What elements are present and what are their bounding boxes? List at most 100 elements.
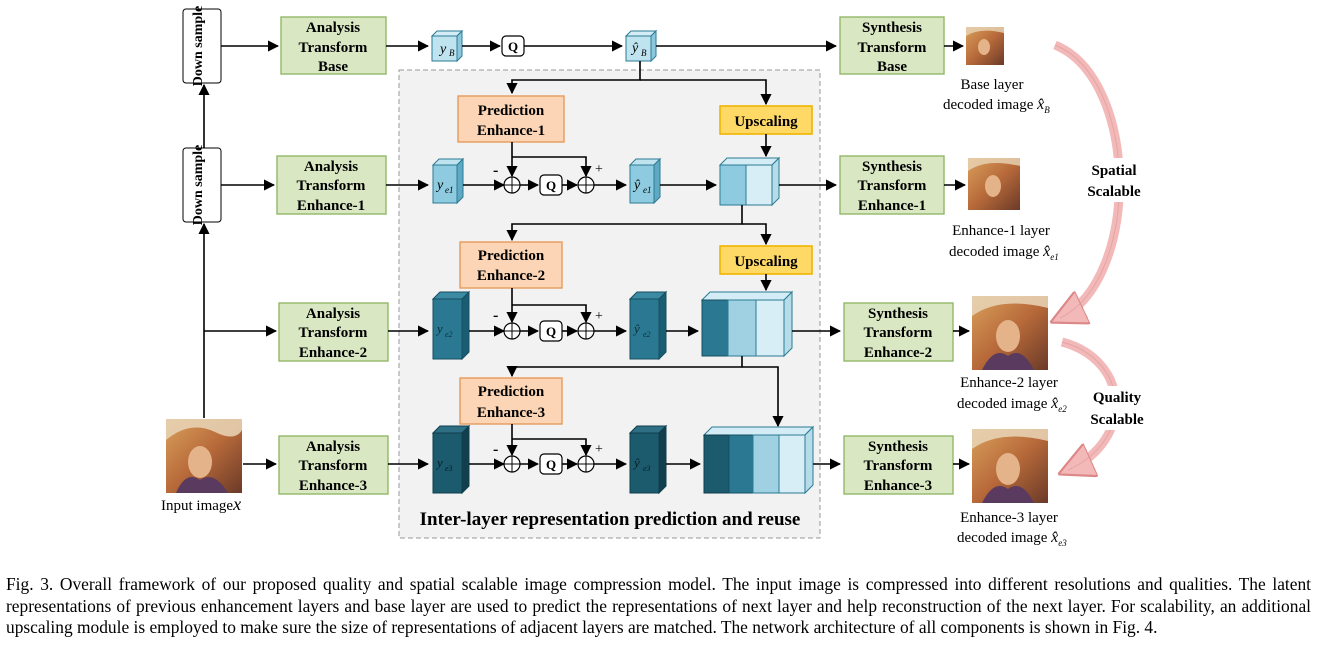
decoded-label-base: Base layer decoded image x̂B <box>943 77 1050 115</box>
svg-text:ŷ: ŷ <box>632 455 640 470</box>
svg-text:Enhance-1: Enhance-1 <box>297 198 365 214</box>
svg-text:Synthesis: Synthesis <box>868 306 928 322</box>
svg-text:Transform: Transform <box>864 458 933 474</box>
spatial-scalable-label: Spatial <box>1091 163 1136 179</box>
svg-text:e2: e2 <box>445 330 453 339</box>
analysis-transform-enhance-2: Analysis Transform Enhance-2 <box>278 302 389 362</box>
svg-text:+: + <box>595 442 603 457</box>
svg-text:Transform: Transform <box>297 178 366 194</box>
latent-yhat-e1: ŷ e1 <box>628 157 662 205</box>
svg-text:Prediction: Prediction <box>478 248 545 264</box>
svg-text:Transform: Transform <box>858 178 927 194</box>
down-sample-box-2: Down sample <box>182 145 222 226</box>
decoded-label-e3: Enhance-3 layer decoded image x̂e3 <box>957 510 1067 548</box>
svg-text:Q: Q <box>546 457 556 472</box>
latent-yhat-b: ŷ B <box>624 29 658 63</box>
svg-text:Transform: Transform <box>299 458 368 474</box>
decoded-image-base <box>966 27 1004 65</box>
down-sample-box-1: Down sample <box>182 6 222 86</box>
svg-text:B: B <box>641 48 647 58</box>
decoded-label-e2: Enhance-2 layer decoded image x̂e2 <box>957 375 1067 414</box>
decoded-image-e3 <box>972 429 1048 503</box>
decoded-image-e2 <box>972 296 1048 370</box>
decoded-image-e1 <box>968 158 1020 210</box>
upscaling-2: Upscaling <box>719 245 813 275</box>
latent-yhat-e3: ŷ e3 <box>628 424 668 495</box>
prediction-enhance-2: Prediction Enhance-2 <box>459 241 563 289</box>
subtract-node-3 <box>503 455 521 473</box>
svg-text:-: - <box>493 162 498 179</box>
svg-text:Enhance-3: Enhance-3 <box>864 478 932 494</box>
svg-text:Synthesis: Synthesis <box>868 439 928 455</box>
svg-text:Prediction: Prediction <box>478 103 545 119</box>
svg-text:Analysis: Analysis <box>304 159 358 175</box>
svg-text:-: - <box>493 307 498 324</box>
input-image-label: Input imagex <box>161 494 241 514</box>
svg-text:Down sample: Down sample <box>191 145 206 226</box>
synthesis-transform-enhance-2: Synthesis Transform Enhance-2 <box>843 302 954 362</box>
subtract-node-1 <box>503 176 521 194</box>
svg-text:+: + <box>595 309 603 324</box>
figure-caption: Fig. 3. Overall framework of our propose… <box>6 574 1311 637</box>
svg-text:B: B <box>449 48 455 58</box>
framework-diagram: Inter-layer representation prediction an… <box>161 5 1145 548</box>
svg-text:Enhance-1 layer: Enhance-1 layer <box>952 223 1050 239</box>
quantizer-e2: Q <box>539 320 563 342</box>
latent-y-e1: y e1 <box>431 157 465 205</box>
svg-text:ŷ: ŷ <box>632 321 640 336</box>
svg-text:Enhance-2 layer: Enhance-2 layer <box>960 375 1058 391</box>
svg-text:e1: e1 <box>445 185 454 195</box>
svg-text:Enhance-2: Enhance-2 <box>477 268 545 284</box>
quality-scalable-label: Quality <box>1093 390 1142 406</box>
concat-stack-e2 <box>700 290 794 358</box>
spatial-scalable-label-2: Scalable <box>1087 184 1141 200</box>
svg-text:y: y <box>435 455 443 470</box>
input-image <box>166 419 242 493</box>
synthesis-transform-base: Synthesis Transform Base <box>839 16 945 75</box>
svg-text:ŷ: ŷ <box>632 178 641 193</box>
svg-text:Upscaling: Upscaling <box>734 254 798 270</box>
svg-text:ŷ: ŷ <box>630 41 639 56</box>
analysis-transform-base: Analysis Transform Base <box>280 16 387 75</box>
quantizer-e3: Q <box>539 453 563 475</box>
svg-text:-: - <box>493 441 498 458</box>
analysis-transform-enhance-3: Analysis Transform Enhance-3 <box>278 435 389 495</box>
upscaling-1: Upscaling <box>719 105 813 135</box>
quantizer-e1: Q <box>539 174 563 196</box>
svg-text:y: y <box>435 321 443 336</box>
latent-y-e3: y e3 <box>431 424 471 495</box>
svg-text:decoded image x̂B: decoded image x̂B <box>943 96 1050 115</box>
analysis-transform-enhance-1: Analysis Transform Enhance-1 <box>276 155 387 215</box>
svg-text:Base: Base <box>318 59 348 75</box>
svg-text:Analysis: Analysis <box>306 306 360 322</box>
svg-text:y: y <box>435 178 444 193</box>
svg-text:Q: Q <box>546 324 556 339</box>
svg-text:e1: e1 <box>643 185 652 195</box>
svg-text:Enhance-1: Enhance-1 <box>477 123 545 139</box>
panel-title: Inter-layer representation prediction an… <box>420 509 801 530</box>
add-node-2 <box>577 322 595 340</box>
svg-text:decoded image x̂e3: decoded image x̂e3 <box>957 529 1067 548</box>
decoded-label-e1: Enhance-1 layer decoded image x̂e1 <box>949 223 1059 262</box>
svg-text:Q: Q <box>508 39 518 54</box>
svg-text:Enhance-3 layer: Enhance-3 layer <box>960 510 1058 526</box>
svg-text:Analysis: Analysis <box>306 20 360 36</box>
latent-yhat-e2: ŷ e2 <box>628 290 668 361</box>
quality-scalable-label-2: Scalable <box>1090 412 1144 428</box>
latent-y-b: y B <box>430 29 464 63</box>
svg-text:y: y <box>438 42 447 57</box>
latent-y-e2: y e2 <box>431 290 471 361</box>
svg-text:Enhance-2: Enhance-2 <box>299 345 367 361</box>
svg-text:decoded image x̂e2: decoded image x̂e2 <box>957 395 1067 414</box>
svg-text:Prediction: Prediction <box>478 384 545 400</box>
svg-text:Enhance-2: Enhance-2 <box>864 345 932 361</box>
svg-text:Transform: Transform <box>299 325 368 341</box>
svg-text:Base: Base <box>877 59 907 75</box>
synthesis-transform-enhance-1: Synthesis Transform Enhance-1 <box>839 155 945 215</box>
svg-text:e3: e3 <box>643 464 651 473</box>
svg-text:decoded image x̂e1: decoded image x̂e1 <box>949 243 1059 262</box>
quantizer-base: Q <box>501 35 525 57</box>
svg-text:e2: e2 <box>643 330 651 339</box>
prediction-enhance-3: Prediction Enhance-3 <box>459 377 563 425</box>
add-node-3 <box>577 455 595 473</box>
